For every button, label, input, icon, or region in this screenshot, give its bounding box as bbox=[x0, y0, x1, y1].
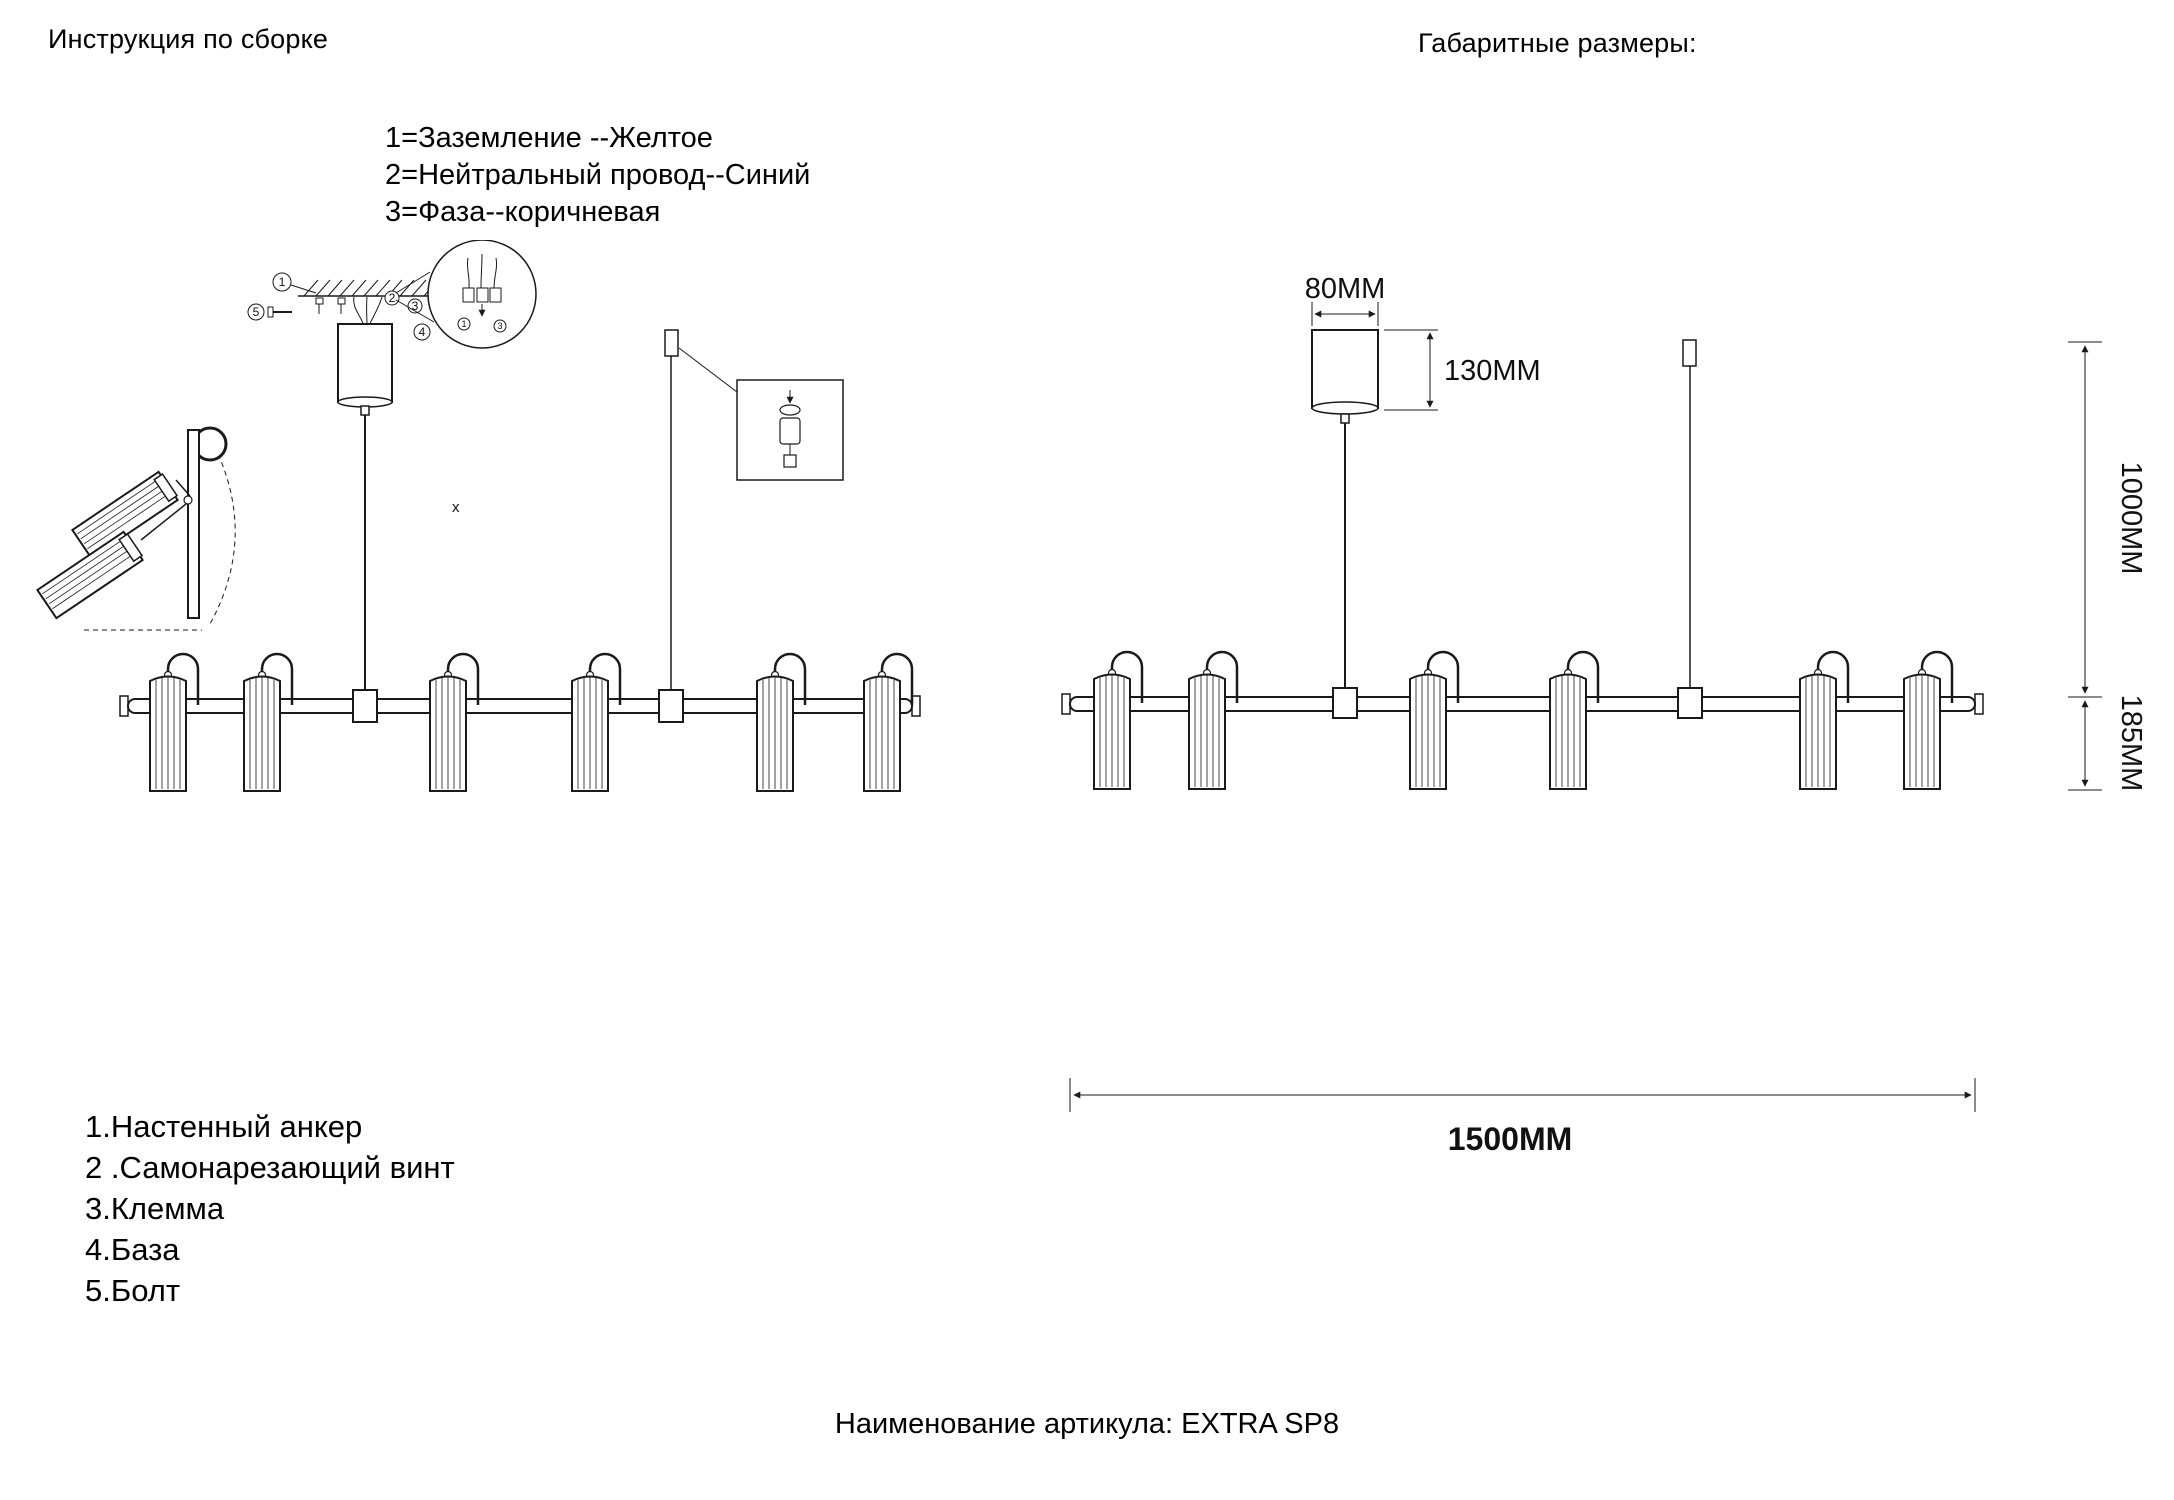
lamp-unit bbox=[755, 652, 807, 793]
cord-grip-detail bbox=[736, 379, 844, 481]
lamp-pole bbox=[187, 429, 200, 619]
svg-text:3: 3 bbox=[497, 321, 502, 331]
x-marker: x bbox=[452, 499, 460, 516]
parts-list-item-terminal: 3.Клемма bbox=[85, 1191, 225, 1226]
parts-list-item-screw: 2 .Самонарезающий винт bbox=[85, 1150, 455, 1185]
callout-2: 2 bbox=[384, 290, 400, 306]
svg-text:1: 1 bbox=[279, 275, 286, 289]
lamp-unit bbox=[1408, 650, 1460, 791]
wire-bar-connector bbox=[1677, 687, 1703, 719]
svg-text:1000MM: 1000MM bbox=[2115, 462, 2147, 575]
parts-list-item-bolt: 5.Болт bbox=[85, 1273, 181, 1308]
canopy bbox=[1311, 329, 1379, 424]
wiring-legend-line-neutral: 2=Нейтральный провод--Синий bbox=[385, 159, 811, 191]
wire-top-fitting bbox=[664, 329, 679, 357]
lamp-unit bbox=[1187, 650, 1239, 791]
callout-5: 5 bbox=[247, 303, 292, 321]
supply-wires bbox=[353, 296, 383, 327]
lamp-unit bbox=[1548, 650, 1600, 791]
svg-text:5: 5 bbox=[253, 305, 260, 319]
svg-text:80MM: 80MM bbox=[1305, 273, 1386, 305]
callout-4: 4 bbox=[413, 323, 431, 341]
wire-bar-connector bbox=[1332, 687, 1358, 719]
svg-text:1: 1 bbox=[461, 319, 466, 329]
parts-list: 1.Настенный анкер 2 .Самонарезающий винт… bbox=[85, 1106, 455, 1311]
wire-bar-connector bbox=[658, 689, 684, 723]
parts-list-item-anchor: 1.Настенный анкер bbox=[85, 1109, 363, 1144]
callout-1: 1 bbox=[272, 272, 317, 294]
dim-canopy-width: 80MM bbox=[1305, 273, 1386, 326]
svg-text:130MM: 130MM bbox=[1444, 355, 1541, 387]
spot-head bbox=[70, 470, 180, 560]
svg-text:185MM: 185MM bbox=[2115, 695, 2147, 792]
svg-text:1500MM: 1500MM bbox=[1448, 1121, 1573, 1157]
screw-icon bbox=[267, 306, 274, 318]
magnified-wiring-detail: 1 3 bbox=[395, 240, 537, 349]
svg-text:3: 3 bbox=[412, 299, 419, 313]
svg-text:4: 4 bbox=[419, 325, 426, 339]
wall-anchor-icon bbox=[315, 297, 346, 314]
dim-fixture-length: 1500MM bbox=[1069, 1078, 1976, 1157]
wiring-legend-line-ground: 1=Заземление --Желтое bbox=[385, 122, 713, 154]
parts-list-item-base: 4.База bbox=[85, 1232, 180, 1267]
article-name: Наименование артикула: EXTRA SP8 bbox=[834, 1408, 1340, 1440]
wall-lamp-sketch bbox=[35, 426, 236, 631]
lamp-unit bbox=[1092, 650, 1144, 791]
dimensional-drawing: 80MM 130MM 1000MM bbox=[1061, 273, 2147, 1157]
assembly-diagram: 1 5 2 3 4 1 3 x bbox=[35, 240, 921, 793]
wire-bar-connector bbox=[352, 689, 378, 723]
lamp-unit bbox=[862, 652, 914, 793]
page-title: Инструкция по сборке bbox=[48, 24, 329, 54]
lamp-unit bbox=[242, 652, 294, 793]
svg-text:2: 2 bbox=[389, 291, 396, 305]
dim-fixture-height: 185MM bbox=[2068, 695, 2147, 792]
lamp-unit bbox=[1798, 650, 1850, 791]
lamp-unit bbox=[570, 652, 622, 793]
wiring-legend-line-phase: 3=Фаза--коричневая bbox=[385, 196, 661, 228]
detail-pointer-line bbox=[678, 347, 738, 393]
lamp-unit bbox=[1902, 650, 1954, 791]
chandelier-bar bbox=[119, 695, 921, 717]
lamp-unit bbox=[148, 652, 200, 793]
dim-canopy-height: 130MM bbox=[1384, 329, 1541, 411]
dim-suspension-height: 1000MM bbox=[2068, 341, 2147, 698]
lamp-unit bbox=[428, 652, 480, 793]
dimensions-title: Габаритные размеры: bbox=[1418, 28, 1697, 58]
wire-top-fitting bbox=[1682, 339, 1697, 367]
canopy bbox=[337, 323, 393, 416]
spot-head bbox=[35, 530, 145, 620]
wiring-legend: 1=Заземление --Желтое 2=Нейтральный пров… bbox=[385, 120, 810, 231]
chandelier-bar bbox=[1061, 693, 1984, 715]
